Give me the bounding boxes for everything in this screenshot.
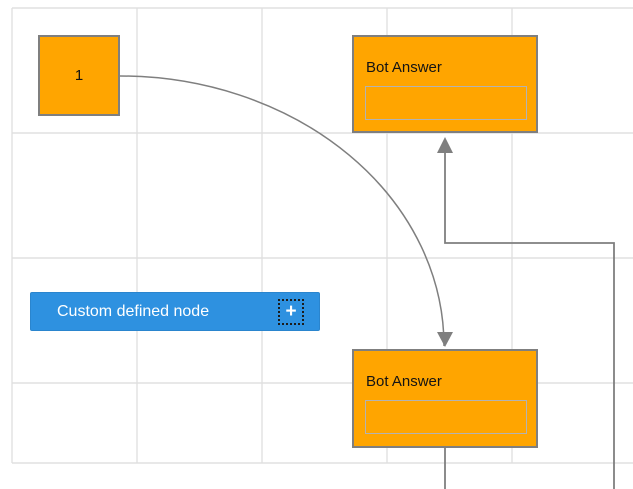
connector-ortho-bottom-bot-to-top-bot[interactable] [437, 137, 615, 489]
connector-curved-node1-to-bottom-bot[interactable] [119, 75, 453, 347]
custom-defined-node-button[interactable]: Custom defined node + [30, 292, 320, 331]
bot-answer-top-field[interactable] [365, 86, 527, 120]
bot-answer-bottom-field[interactable] [365, 400, 527, 434]
custom-defined-node-label: Custom defined node [57, 302, 210, 320]
connector-ortho-bottom-bot-to-top-bot-arrowhead [437, 137, 453, 153]
node-1-label: 1 [74, 67, 84, 84]
add-node-plus-icon[interactable]: + [278, 298, 304, 325]
bot-answer-bottom-label: Bot Answer [366, 373, 442, 390]
node-bot-answer-bottom[interactable]: Bot Answer [352, 349, 538, 448]
node-1[interactable]: 1 [38, 35, 120, 116]
bot-answer-top-label: Bot Answer [366, 59, 442, 76]
node-bot-answer-top[interactable]: Bot Answer [352, 35, 538, 133]
connector-curved-node1-to-bottom-bot-arrowhead [437, 332, 453, 347]
